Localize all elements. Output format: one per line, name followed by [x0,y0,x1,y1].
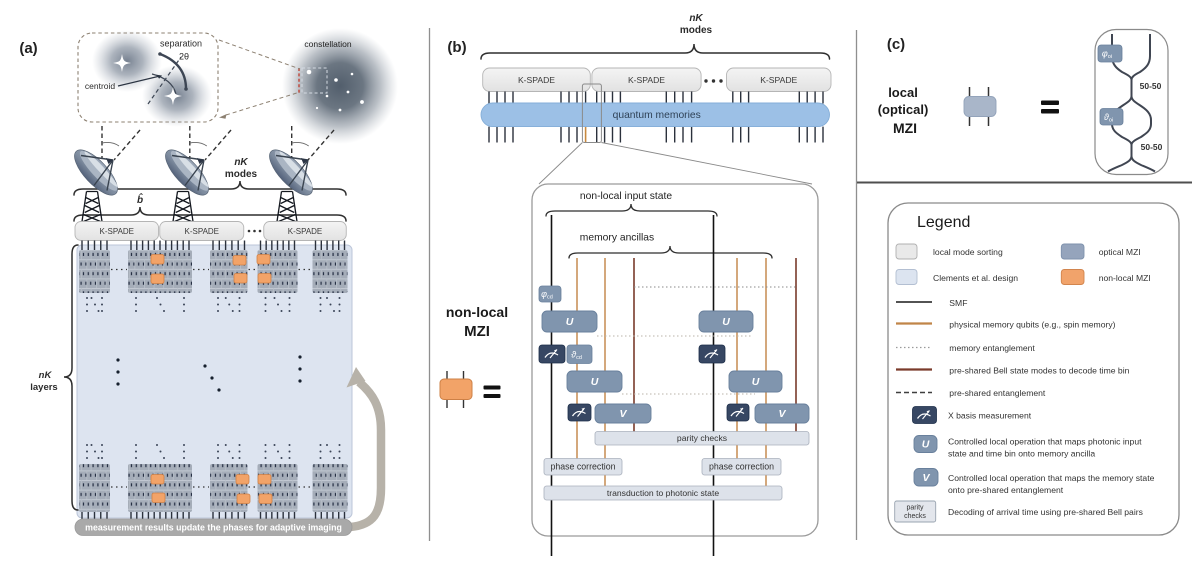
svg-text:optical MZI: optical MZI [1099,247,1141,257]
svg-text:(optical): (optical) [878,102,929,117]
svg-text:nK: nK [689,13,703,24]
svg-text:transduction to photonic state: transduction to photonic state [607,488,719,498]
svg-text:U: U [566,316,574,328]
svg-text:non-local input state: non-local input state [580,191,672,202]
svg-text:centroid: centroid [85,81,116,91]
svg-text:non-local MZI: non-local MZI [1099,273,1151,283]
svg-text:modes: modes [225,169,258,180]
svg-text:physical memory qubits (e.g.,: physical memory qubits (e.g., spin memor… [949,320,1115,330]
svg-text:nK: nK [234,157,248,168]
svg-text:ϑcd: ϑcd [571,349,582,361]
svg-text:memory entanglement: memory entanglement [949,343,1035,353]
svg-text:nK: nK [39,370,53,381]
svg-text:local mode sorting: local mode sorting [933,247,1003,257]
svg-text:MZI: MZI [893,120,917,136]
svg-text:(c): (c) [887,36,905,53]
svg-text:pre-shared Bell state modes to: pre-shared Bell state modes to decode ti… [949,366,1129,376]
svg-text:U: U [591,376,599,388]
svg-text:constellation: constellation [304,39,352,49]
svg-text:parity checks: parity checks [677,433,727,443]
svg-text:φoi: φoi [1102,49,1112,61]
svg-text:K-SPADE: K-SPADE [288,227,323,236]
svg-text:separation: separation [160,39,202,49]
svg-text:K-SPADE: K-SPADE [628,75,665,85]
svg-text:U: U [752,376,760,388]
svg-text:(a): (a) [19,40,37,57]
svg-text:modes: modes [680,25,713,36]
svg-text:U: U [722,316,730,328]
svg-text:V: V [922,472,930,484]
svg-text:Controlled local operation tha: Controlled local operation that maps the… [948,473,1155,483]
svg-text:K-SPADE: K-SPADE [518,75,555,85]
svg-text:local: local [888,85,918,100]
svg-text:b̂: b̂ [137,193,143,206]
svg-text:onto pre-shared entanglement: onto pre-shared entanglement [948,485,1064,495]
svg-text:quantum memories: quantum memories [613,110,701,121]
svg-text:2θ: 2θ [179,52,189,62]
svg-text:(b): (b) [447,39,466,56]
svg-text:ϑoi: ϑoi [1104,112,1113,124]
svg-text:U: U [922,439,930,451]
svg-text:measurement results update the: measurement results update the phases fo… [85,523,342,533]
svg-text:K-SPADE: K-SPADE [760,75,797,85]
svg-text:state and time bin onto memory: state and time bin onto memory ancilla [948,449,1095,459]
svg-text:V: V [619,408,627,420]
svg-text:phase correction: phase correction [550,462,615,472]
svg-text:50-50: 50-50 [1141,142,1163,152]
svg-text:50-50: 50-50 [1140,81,1162,91]
svg-text:MZI: MZI [464,323,490,340]
svg-text:non-local: non-local [446,304,508,320]
svg-text:φcd: φcd [541,289,553,301]
svg-text:Decoding of arrival time using: Decoding of arrival time using pre-share… [948,507,1143,517]
svg-text:phase correction: phase correction [709,462,774,472]
svg-text:checks: checks [904,513,926,520]
svg-text:Controlled local operation tha: Controlled local operation that maps pho… [948,437,1142,447]
svg-text:X basis measurement: X basis measurement [948,411,1032,421]
svg-text:Legend: Legend [917,214,970,231]
svg-text:parity: parity [906,505,924,512]
svg-text:V: V [778,408,786,420]
svg-text:layers: layers [30,382,57,393]
svg-text:SMF: SMF [949,298,967,308]
svg-text:pre-shared entanglement: pre-shared entanglement [949,388,1046,398]
svg-text:memory ancillas: memory ancillas [580,233,654,244]
svg-text:Clements et al. design: Clements et al. design [933,273,1018,283]
svg-text:K-SPADE: K-SPADE [99,227,134,236]
svg-text:K-SPADE: K-SPADE [184,227,219,236]
